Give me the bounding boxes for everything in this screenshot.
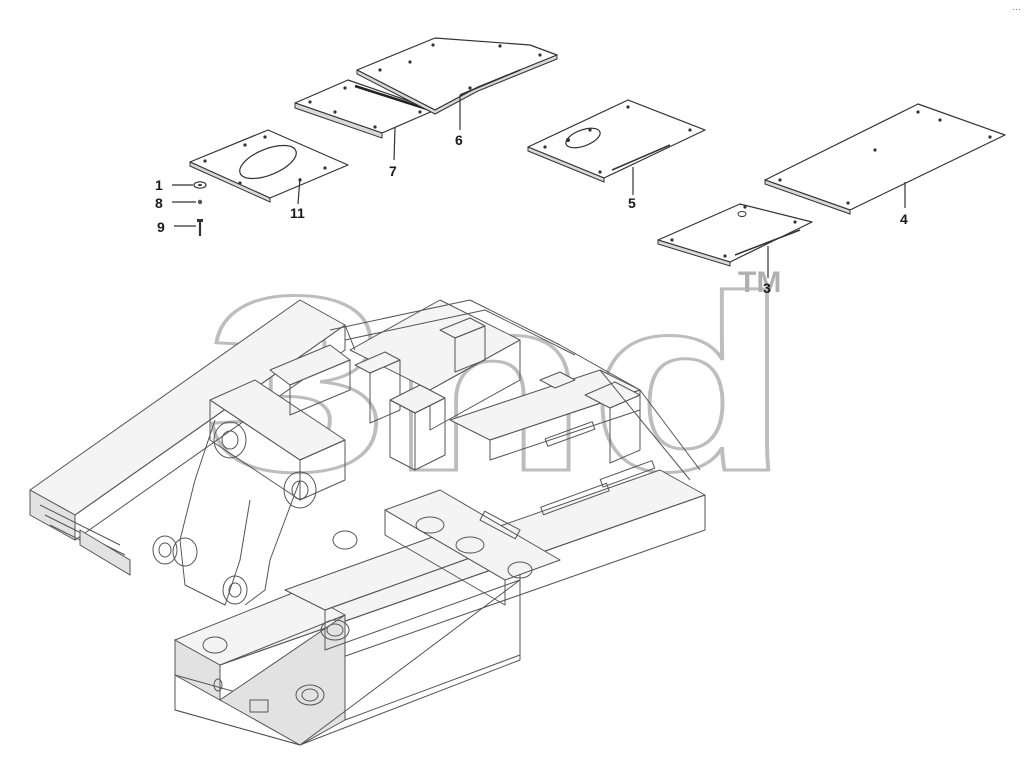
trademark-mark: TM — [738, 266, 781, 299]
callout-1[interactable]: 1 — [155, 177, 163, 193]
nut-part-8[interactable] — [197, 199, 203, 205]
cover-plate-5[interactable] — [527, 99, 706, 183]
watermark: 3nd TM — [204, 243, 792, 525]
bolt-part-9[interactable] — [197, 219, 203, 236]
leader-lines — [172, 95, 906, 278]
washer-part-1[interactable] — [193, 181, 207, 189]
callout-4[interactable]: 4 — [900, 211, 908, 227]
callout-11[interactable]: 11 — [290, 205, 305, 221]
cover-plate-11[interactable] — [189, 129, 349, 203]
callout-labels: 1 8 9 11 7 6 5 4 3 — [155, 132, 908, 296]
callout-5[interactable]: 5 — [628, 195, 636, 211]
callout-7[interactable]: 7 — [389, 163, 397, 179]
upper-frame-assembly — [29, 299, 706, 746]
cover-plate-6[interactable] — [356, 37, 558, 115]
cover-plate-7[interactable] — [294, 79, 436, 139]
oval-cutout — [239, 144, 297, 180]
corner-mark: ··· — [1012, 4, 1021, 14]
callout-8[interactable]: 8 — [155, 195, 163, 211]
watermark-text: 3nd — [205, 244, 790, 523]
cover-plate-3[interactable] — [657, 203, 813, 267]
callout-6[interactable]: 6 — [455, 132, 463, 148]
cover-plate-4[interactable] — [764, 103, 1006, 215]
callout-3[interactable]: 3 — [763, 280, 771, 296]
callout-9[interactable]: 9 — [157, 219, 165, 235]
